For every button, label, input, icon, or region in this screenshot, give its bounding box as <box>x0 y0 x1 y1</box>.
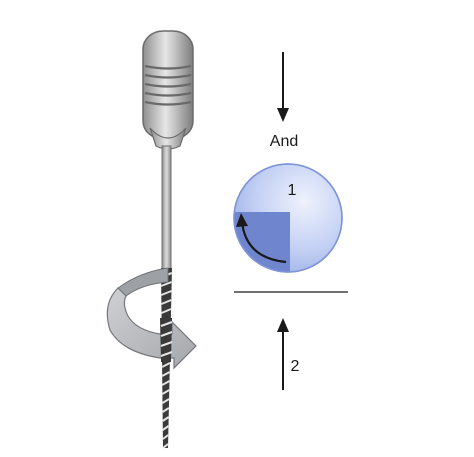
step-two-label: 2 <box>291 358 300 375</box>
flute-groove <box>162 407 170 413</box>
quarter-turn-arc-arrow-icon <box>236 213 287 264</box>
flute-groove <box>161 389 170 395</box>
flute-groove <box>162 425 170 431</box>
flute-groove <box>162 434 169 440</box>
flute-groove <box>160 290 172 296</box>
clockwise-rotation-arrow-icon <box>106 267 197 370</box>
flute-groove <box>160 281 173 287</box>
flute-groove <box>160 299 172 305</box>
down-arrow-icon <box>277 52 289 122</box>
file-handle <box>142 30 194 150</box>
flute-groove <box>161 380 170 386</box>
flute-groove <box>162 443 169 449</box>
flute-groove <box>161 398 170 404</box>
flute-groove <box>161 371 171 377</box>
flute-groove <box>161 362 171 368</box>
flute-groove <box>161 308 172 314</box>
file-shaft <box>161 145 172 271</box>
flute-groove <box>162 416 170 422</box>
conjunction-label: And <box>270 133 298 150</box>
handle-grooves <box>144 64 192 106</box>
quarter-turn-circle <box>233 163 343 273</box>
endodontic-file-icon <box>142 30 194 449</box>
up-arrow-icon <box>277 318 289 390</box>
step-one-label: 1 <box>288 182 297 199</box>
